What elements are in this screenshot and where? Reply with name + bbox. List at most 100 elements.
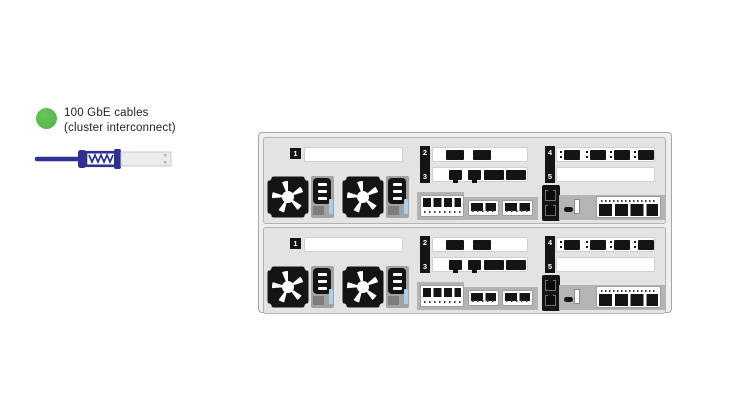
slot-3-label: 3: [422, 172, 428, 181]
slot-4-bay: [556, 147, 655, 162]
management-port-module: [542, 275, 560, 311]
rj45-port: [468, 170, 481, 183]
slot-5-bay: [556, 167, 655, 182]
port-group-c: [502, 290, 533, 306]
power-inlet-icon: [313, 178, 331, 204]
power-inlet-pins: [393, 183, 402, 186]
port: [586, 150, 606, 160]
legend-label-line2: (cluster interconnect): [64, 122, 176, 134]
power-supply-2: [386, 266, 409, 308]
psu-latch: [313, 296, 324, 305]
io-panel: [559, 195, 665, 220]
slot-1-bay: [304, 237, 403, 252]
port-row: [471, 293, 496, 301]
slot-3-bay: [432, 167, 528, 183]
slot-1-label: 1: [290, 238, 301, 249]
psu-handle: [404, 199, 408, 214]
slot-4-bay: [556, 237, 655, 252]
port-row: [505, 203, 530, 211]
psu-latch: [313, 206, 324, 215]
rj45-port: [449, 260, 462, 273]
legend-label: 100 GbE cables (cluster interconnect): [64, 106, 176, 136]
power-inlet-pins: [318, 273, 327, 276]
slot-2-label: 2: [422, 148, 428, 157]
led-dots: [601, 290, 657, 292]
mgmt-rj45-port: [545, 278, 556, 291]
power-supply-2: [386, 176, 409, 218]
port: [484, 170, 504, 180]
slot-5-bay: [556, 257, 655, 272]
slot-4-5-label-bar: 4 5: [545, 146, 555, 183]
led-dots: [424, 211, 461, 213]
fan-icon: [267, 266, 309, 308]
management-port-module: [542, 185, 560, 221]
power-supply-1: [311, 176, 334, 218]
fan-psu-module-2: [342, 175, 409, 218]
mgmt-rj45-port: [545, 203, 556, 216]
port-group-d: [596, 286, 661, 308]
fan-psu-module-1: [267, 175, 334, 218]
console-port: [564, 297, 573, 302]
controller-chassis-1: 1 2 3: [263, 137, 666, 224]
slot-3-bay: [432, 257, 528, 273]
fan-icon: [342, 176, 384, 218]
rj45-port: [468, 260, 481, 273]
led-dots: [506, 300, 530, 302]
port: [560, 150, 580, 160]
led-dots: [472, 210, 496, 212]
port: [473, 150, 491, 160]
port: [634, 150, 654, 160]
slot-4-5-label-bar: 4 5: [545, 236, 555, 273]
slot-1-bay: [304, 147, 403, 162]
slot-4-label: 4: [547, 238, 553, 247]
port: [506, 260, 526, 270]
slot-2-bay: [432, 237, 528, 252]
port: [473, 240, 491, 250]
led-dots: [424, 301, 461, 303]
slot-5-label: 5: [547, 172, 553, 181]
port-row: [599, 204, 658, 216]
port-row: [423, 288, 461, 297]
power-inlet-icon: [388, 178, 406, 204]
power-inlet-icon: [313, 268, 331, 294]
port: [610, 240, 630, 250]
led-dots: [601, 200, 657, 202]
port: [634, 240, 654, 250]
fan-icon: [342, 266, 384, 308]
port: [506, 170, 526, 180]
slot-2-3-label-bar: 2 3: [420, 236, 430, 273]
port: [446, 150, 464, 160]
fan-psu-module-1: [267, 265, 334, 308]
legend-green-dot-icon: [36, 108, 57, 129]
io-panel: [559, 285, 665, 310]
led-dots: [506, 210, 530, 212]
usb-port: [574, 289, 580, 304]
psu-latch: [388, 296, 399, 305]
fan-icon: [267, 176, 309, 218]
port-group-a: [420, 195, 464, 217]
slot-5-label: 5: [547, 262, 553, 271]
slot-2-label: 2: [422, 238, 428, 247]
psu-handle: [329, 199, 333, 214]
power-inlet-pins: [318, 183, 327, 186]
qsfp-cable-icon: [34, 149, 172, 169]
psu-handle: [329, 289, 333, 304]
slot-4-label: 4: [547, 148, 553, 157]
controller-chassis-2: 1 2 3: [263, 227, 666, 314]
mgmt-rj45-port: [545, 188, 556, 201]
slot-1-label: 1: [290, 148, 301, 159]
psu-latch: [388, 206, 399, 215]
legend-label-line1: 100 GbE cables: [64, 107, 149, 119]
power-inlet-pins: [393, 273, 402, 276]
port-row: [505, 293, 530, 301]
port-group-d: [596, 196, 661, 218]
slot-2-3-label-bar: 2 3: [420, 146, 430, 183]
port: [446, 240, 464, 250]
port-row: [471, 203, 496, 211]
port-group-b: [468, 200, 499, 216]
slot-3-label: 3: [422, 262, 428, 271]
mgmt-rj45-port: [545, 293, 556, 306]
led-dots: [472, 300, 496, 302]
port-group-a: [420, 285, 464, 307]
console-port: [564, 207, 573, 212]
